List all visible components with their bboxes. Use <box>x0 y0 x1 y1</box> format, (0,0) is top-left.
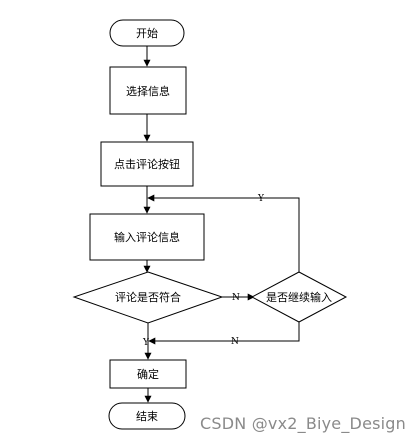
edge-continue-no <box>148 322 300 345</box>
continue-input-label: 是否继续输入 <box>266 290 332 304</box>
start-node: 开始 <box>109 19 185 47</box>
end-node: 结束 <box>108 402 186 430</box>
click-comment-label: 点击评论按钮 <box>114 157 180 171</box>
select-info-label: 选择信息 <box>126 84 170 98</box>
input-comment-node: 输入评论信息 <box>89 213 205 261</box>
continue-input-decision: 是否继续输入 <box>250 271 348 323</box>
edge-label-continue-no: N <box>231 337 239 347</box>
click-comment-node: 点击评论按钮 <box>100 141 194 187</box>
end-label: 结束 <box>136 410 158 423</box>
select-info-node: 选择信息 <box>109 66 187 115</box>
check-comment-decision: 评论是否符合 <box>72 271 224 324</box>
confirm-label: 确定 <box>137 367 159 381</box>
check-comment-label: 评论是否符合 <box>115 290 181 304</box>
edge-label-continue-yes: Y <box>257 194 265 204</box>
edge-label-check-yes: Y <box>142 338 150 348</box>
csdn-watermark: CSDN @vx2_Biye_Design <box>200 414 406 433</box>
confirm-node: 确定 <box>109 359 187 389</box>
edge-label-check-no: N <box>232 293 240 303</box>
input-comment-label: 输入评论信息 <box>114 230 180 244</box>
start-label: 开始 <box>136 26 158 40</box>
edge-continue-yes-loop <box>147 194 300 272</box>
